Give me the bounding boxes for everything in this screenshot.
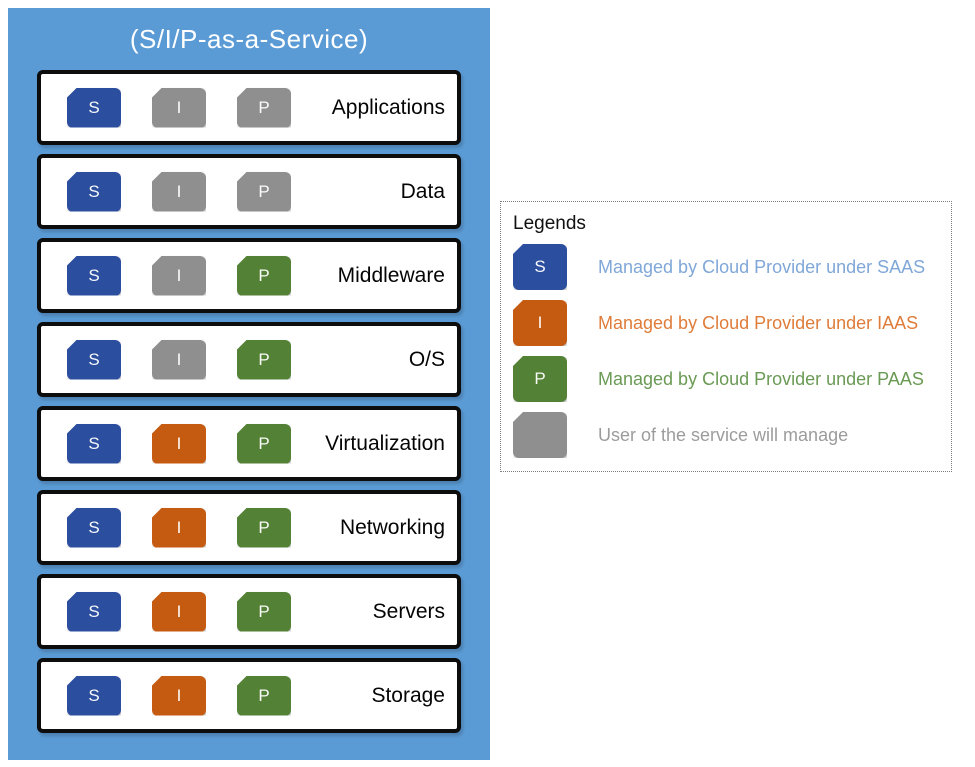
chip-group: S I P — [67, 423, 291, 464]
chip-i-user: I — [152, 87, 206, 128]
legend-chip-paas: P — [513, 356, 567, 402]
chip-group: S I P — [67, 87, 291, 128]
chip-group: S I P — [67, 339, 291, 380]
legend-title: Legends — [513, 213, 586, 234]
layer-row-middleware: S I P Middleware — [37, 238, 461, 313]
chip-p-user: P — [237, 171, 291, 212]
legend-chip-iaas: I — [513, 300, 567, 346]
layer-row-virtualization: S I P Virtualization — [37, 406, 461, 481]
chip-s-saas: S — [67, 675, 121, 716]
chip-i-user: I — [152, 171, 206, 212]
layer-row-applications: S I P Applications — [37, 70, 461, 145]
chip-p-user: P — [237, 87, 291, 128]
chip-i-iaas: I — [152, 423, 206, 464]
chip-s-saas: S — [67, 507, 121, 548]
chip-i-user: I — [152, 339, 206, 380]
chip-s-saas: S — [67, 423, 121, 464]
chip-s-saas: S — [67, 255, 121, 296]
service-panel: (S/I/P-as-a-Service) S I P Applications … — [8, 8, 490, 760]
legend-item-label: Managed by Cloud Provider under IAAS — [598, 312, 919, 333]
layer-row-servers: S I P Servers — [37, 574, 461, 649]
legend-item-label: Managed by Cloud Provider under PAAS — [598, 368, 924, 389]
legend-item: S Managed by Cloud Provider under SAAS — [513, 244, 951, 290]
chip-s-saas: S — [67, 87, 121, 128]
chip-group: S I P — [67, 591, 291, 632]
legend-items: S Managed by Cloud Provider under SAAS I… — [513, 244, 951, 458]
layer-label: Networking — [339, 515, 445, 539]
chip-p-paas: P — [237, 591, 291, 632]
chip-p-paas: P — [237, 675, 291, 716]
chip-i-iaas: I — [152, 675, 206, 716]
chip-group: S I P — [67, 507, 291, 548]
legend-box: Legends S Managed by Cloud Provider unde… — [500, 201, 952, 472]
layer-label: Middleware — [337, 263, 445, 287]
legend-item-label: Managed by Cloud Provider under SAAS — [598, 256, 926, 277]
chip-s-saas: S — [67, 339, 121, 380]
chip-i-iaas: I — [152, 591, 206, 632]
chip-p-paas: P — [237, 423, 291, 464]
legend-chip-user — [513, 412, 567, 458]
chip-group: S I P — [67, 675, 291, 716]
chip-i-iaas: I — [152, 507, 206, 548]
layer-row-o-s: S I P O/S — [37, 322, 461, 397]
chip-group: S I P — [67, 171, 291, 212]
chip-p-paas: P — [237, 255, 291, 296]
layer-label: Data — [400, 179, 445, 203]
legend-item: User of the service will manage — [513, 412, 951, 458]
chip-p-paas: P — [237, 339, 291, 380]
layer-label: O/S — [408, 347, 445, 371]
chip-p-paas: P — [237, 507, 291, 548]
chip-i-user: I — [152, 255, 206, 296]
layer-row-data: S I P Data — [37, 154, 461, 229]
layer-label: Servers — [372, 599, 445, 623]
layer-rows: S I P Applications S I P Data S I P Midd… — [8, 70, 490, 733]
legend-item: I Managed by Cloud Provider under IAAS — [513, 300, 951, 346]
layer-label: Virtualization — [325, 431, 445, 455]
chip-group: S I P — [67, 255, 291, 296]
panel-title: (S/I/P-as-a-Service) — [129, 23, 369, 54]
legend-item-label: User of the service will manage — [598, 424, 849, 445]
legend-chip-saas: S — [513, 244, 567, 290]
layer-label: Applications — [331, 95, 445, 119]
chip-s-saas: S — [67, 591, 121, 632]
layer-label: Storage — [371, 683, 445, 707]
layer-row-storage: S I P Storage — [37, 658, 461, 733]
chip-s-saas: S — [67, 171, 121, 212]
layer-row-networking: S I P Networking — [37, 490, 461, 565]
legend-item: P Managed by Cloud Provider under PAAS — [513, 356, 951, 402]
